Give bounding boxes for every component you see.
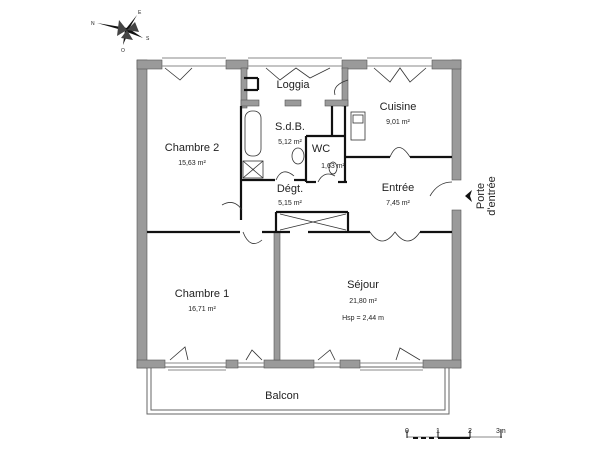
room-chambre-2-name: Chambre 2 <box>165 142 219 154</box>
exterior-walls <box>136 59 462 369</box>
room-entree-area: 7,45 m² <box>386 200 410 207</box>
scale-bar: 0 1 2 3m <box>405 428 506 439</box>
room-balcon-name: Balcon <box>265 390 299 402</box>
interior-walls <box>147 76 452 234</box>
scale-tick-3: 3m <box>496 428 506 435</box>
entrance-arrow-icon <box>465 190 472 202</box>
scale-tick-1: 1 <box>436 428 440 435</box>
room-sejour-height: Hsp = 2,44 m <box>342 315 384 322</box>
room-sdb-area: 5,12 m² <box>278 139 302 146</box>
entrance-label-line1: Porte <box>475 183 487 209</box>
room-wc-area: 1,63 m² <box>321 163 345 170</box>
room-entree-name: Entrée <box>382 182 414 194</box>
room-chambre-1-name: Chambre 1 <box>175 288 229 300</box>
room-sejour-name: Séjour <box>347 279 379 291</box>
scale-tick-0: 0 <box>405 428 409 435</box>
room-wc-name: WC <box>312 143 330 155</box>
fixtures <box>164 67 453 361</box>
windows <box>162 57 432 371</box>
room-sejour-area: 21,80 m² <box>349 298 377 305</box>
room-chambre-1-area: 16,71 m² <box>188 306 216 313</box>
compass-s: S <box>146 36 150 42</box>
room-degt-area: 5,15 m² <box>278 200 302 207</box>
entrance-label-line2: d'entrée <box>486 176 498 215</box>
compass-rose-icon: N E S O <box>91 10 150 54</box>
room-sdb-name: S.d.B. <box>275 121 305 133</box>
room-degt-name: Dégt. <box>277 183 303 195</box>
scale-tick-2: 2 <box>468 428 472 435</box>
compass-n: N <box>91 21 95 27</box>
room-loggia-name: Loggia <box>276 79 310 91</box>
compass-e: E <box>138 10 142 16</box>
room-cuisine-name: Cuisine <box>380 101 417 113</box>
room-chambre-2-area: 15,63 m² <box>178 160 206 167</box>
room-cuisine-area: 9,01 m² <box>386 119 410 126</box>
compass-o: O <box>121 48 125 54</box>
entrance-label: Porte d'entrée <box>475 176 498 215</box>
